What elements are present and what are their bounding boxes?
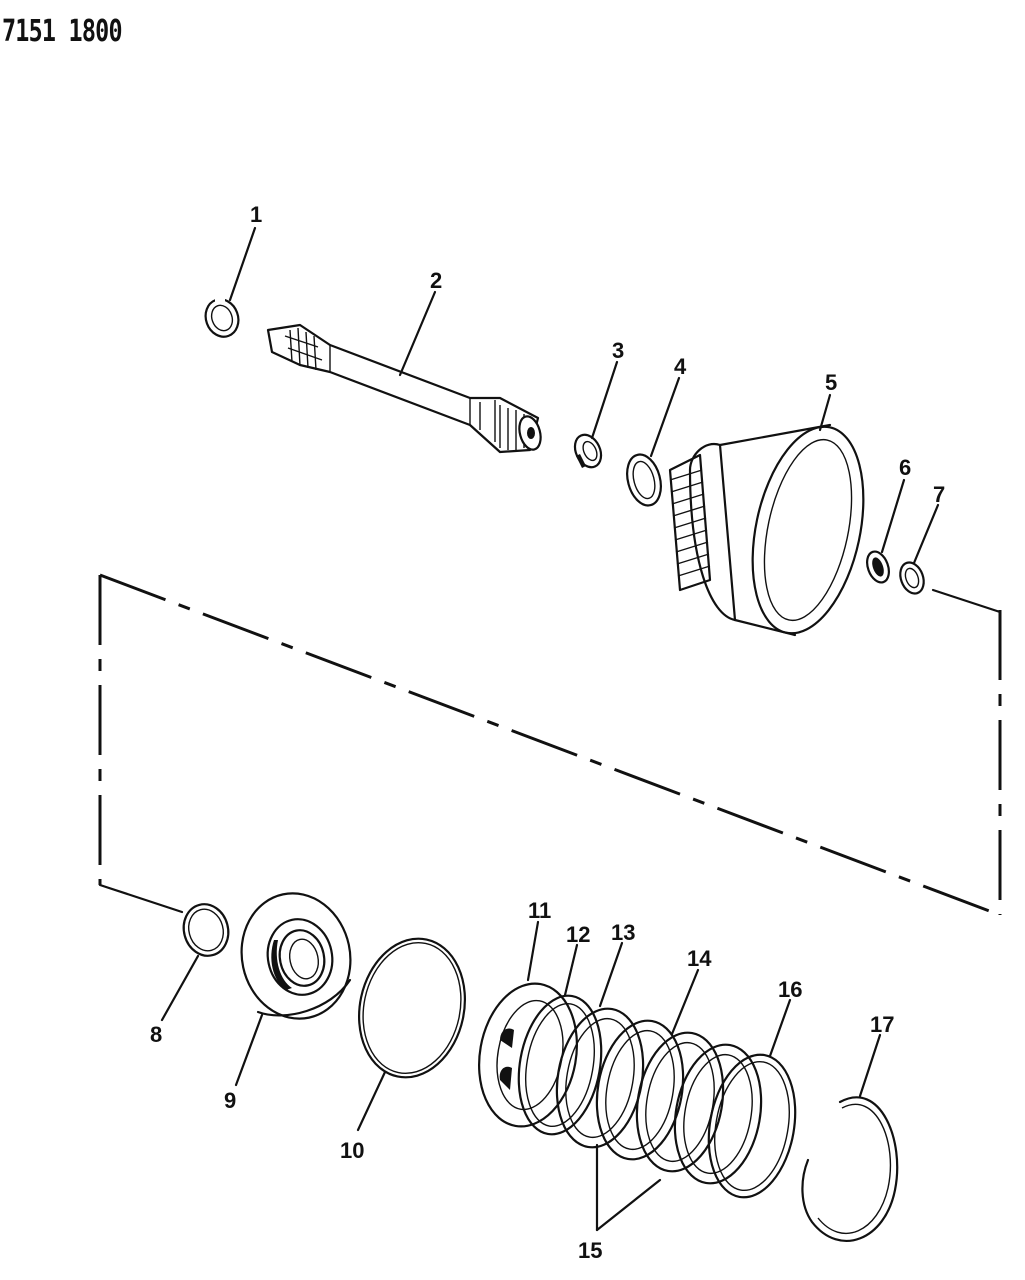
callout-labels: 1 2 3 4 5 6 7 8 9 10 11 12 13 14 15 16 1… (150, 202, 945, 1263)
callout-8: 8 (150, 1022, 162, 1047)
callout-2: 2 (430, 268, 442, 293)
assembly-bracket (98, 573, 1002, 917)
part-6-seal-ring (866, 550, 890, 584)
part-16-reaction-plate (707, 1053, 797, 1199)
callout-15: 15 (578, 1238, 602, 1263)
callout-14: 14 (687, 946, 712, 971)
part-17-snap-ring (801, 1096, 899, 1242)
callout-17: 17 (870, 1012, 894, 1037)
part-7-washer (899, 561, 925, 595)
callout-4: 4 (674, 354, 687, 379)
part-14-clutch-disc (595, 1019, 763, 1185)
callout-10: 10 (340, 1138, 364, 1163)
part-1-snap-ring (204, 296, 240, 338)
callout-12: 12 (566, 922, 590, 947)
callout-1: 1 (250, 202, 262, 227)
part-8-o-ring (182, 903, 230, 957)
part-4-washer (626, 453, 662, 507)
callout-11: 11 (528, 898, 551, 923)
callout-5: 5 (825, 370, 837, 395)
diagram-code: 7151 1800 (2, 14, 123, 49)
callout-3: 3 (612, 338, 624, 363)
part-10-seal-ring (357, 937, 467, 1079)
callout-6: 6 (899, 455, 911, 480)
part-12-pressure-plate (517, 994, 603, 1136)
part-5-drum (668, 423, 865, 637)
callout-13: 13 (611, 920, 635, 945)
leader-lines (160, 226, 940, 1232)
callout-9: 9 (224, 1088, 236, 1113)
part-9-piston (240, 892, 352, 1020)
part-11-spring-retainer (478, 982, 578, 1128)
callout-7: 7 (933, 482, 945, 507)
callout-16: 16 (778, 977, 802, 1002)
part-2-shaft (266, 323, 542, 454)
part-3-bushing (573, 433, 603, 469)
